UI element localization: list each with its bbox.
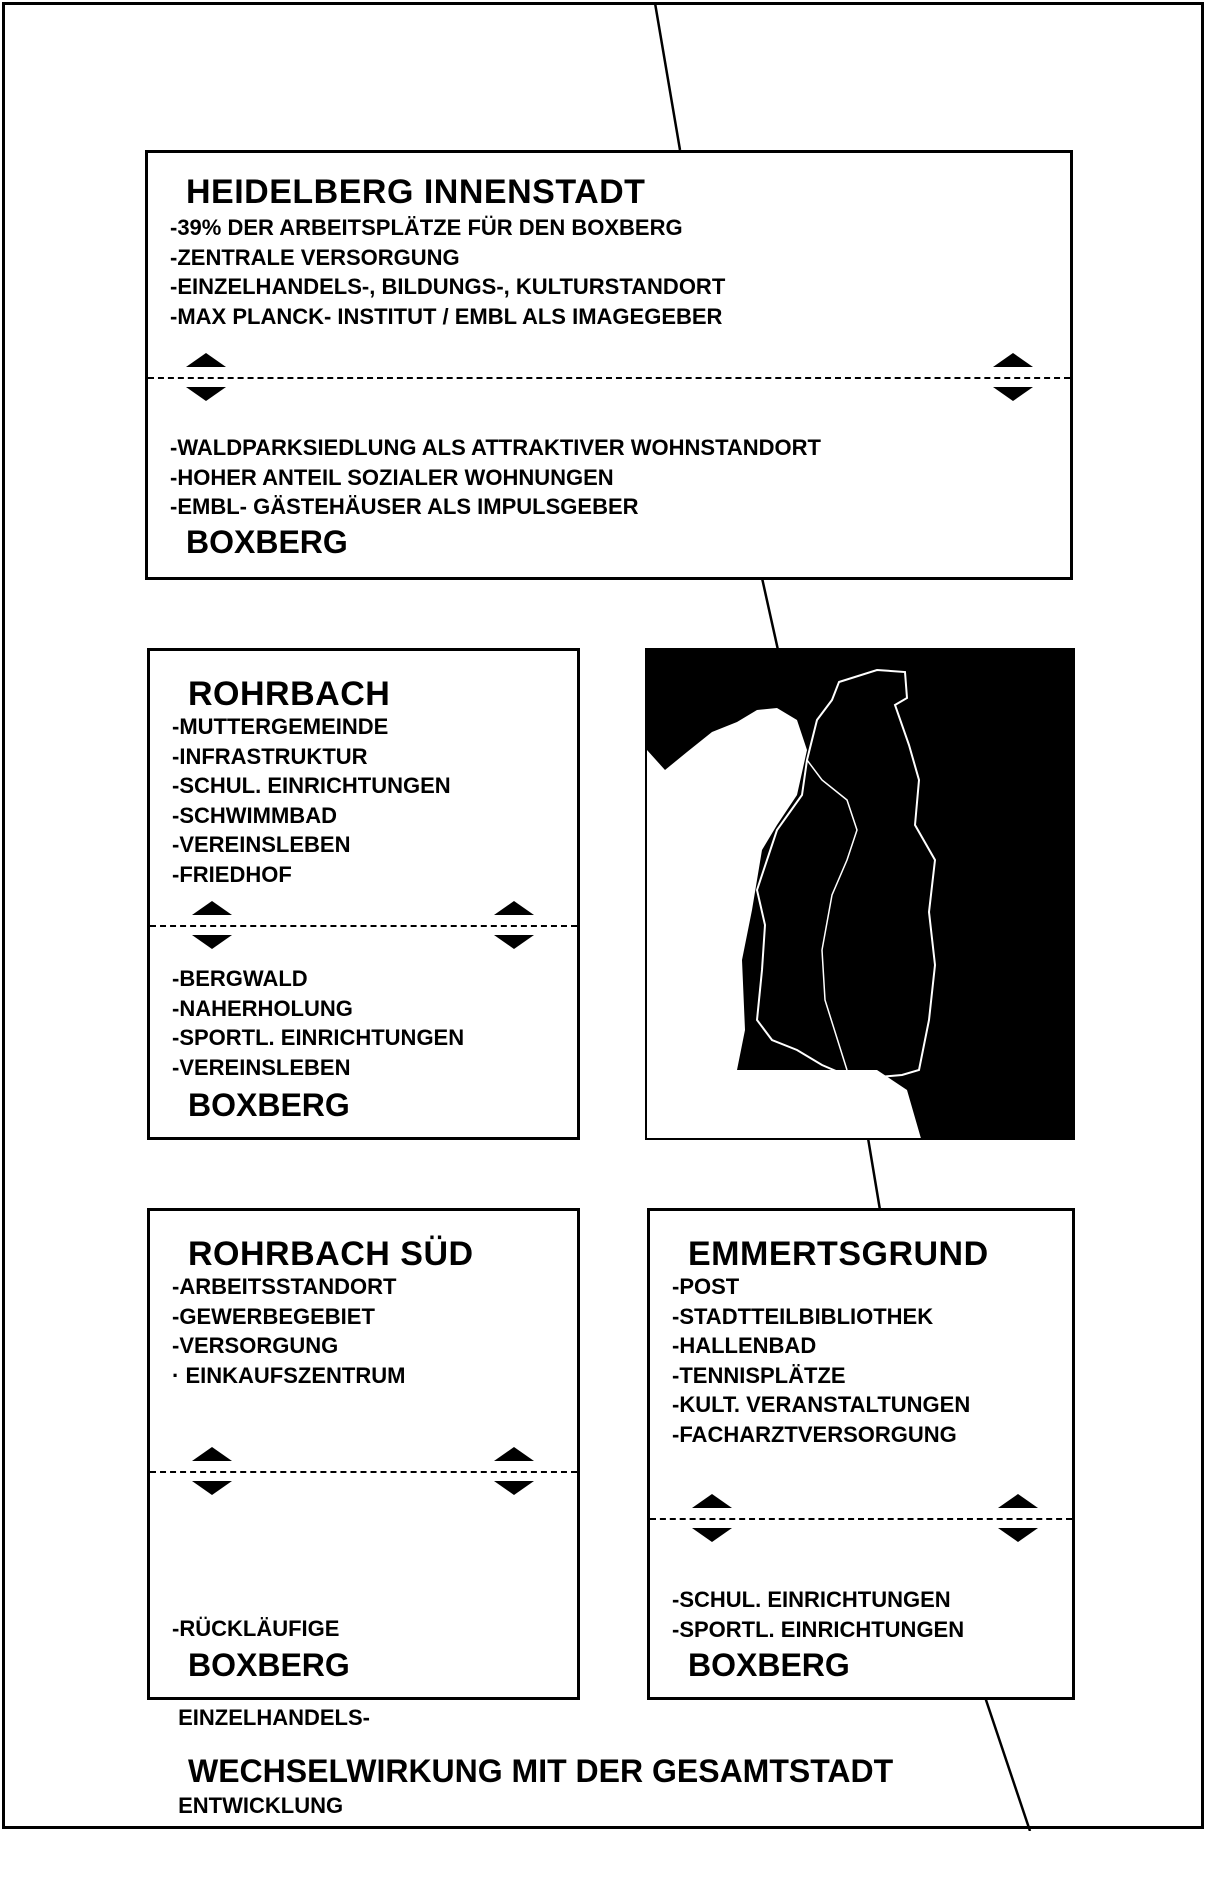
top-items: -ARBEITSSTANDORT -GEWERBEGEBIET -VERSORG… [172, 1272, 405, 1390]
boxberg-label: BOXBERG [186, 524, 348, 560]
list-item: -SPORTL. EINRICHTUNGEN [672, 1616, 965, 1642]
list-item: -ARBEITSSTANDORT [172, 1274, 397, 1299]
list-item: -WALDPARKSIEDLUNG ALS ATTRAKTIVER WOHNST… [170, 435, 821, 460]
list-item: EINZELHANDELS- [172, 1704, 370, 1730]
list-item: -VERSORGUNG [172, 1333, 339, 1358]
box-title: HEIDELBERG INNENSTADT [186, 173, 646, 211]
district-map [645, 648, 1075, 1140]
divider-line [150, 925, 577, 927]
connector-line [653, 2, 682, 151]
list-item: -MAX PLANCK- INSTITUT / EMBL ALS IMAGEGE… [170, 303, 723, 329]
box-title: EMMERTSGRUND [688, 1235, 989, 1273]
exchange-arrows-icon [192, 1447, 232, 1495]
list-item: -BERGWALD [172, 966, 308, 991]
list-item: -INFRASTRUKTUR [172, 743, 368, 769]
list-item: -TENNISPLÄTZE [672, 1362, 846, 1388]
page-caption: WECHSELWIRKUNG MIT DER GESAMTSTADT [188, 1753, 894, 1789]
list-item: -EINZELHANDELS-, BILDUNGS-, KULTURSTANDO… [170, 274, 726, 299]
exchange-arrows-icon [692, 1494, 732, 1542]
bottom-items: -RÜCKLÄUFIGE EINZELHANDELS- ENTWICKLUNG [172, 1555, 370, 1880]
list-item: · EINKAUFSZENTRUM [172, 1362, 406, 1388]
exchange-arrows-icon [186, 353, 226, 401]
exchange-arrows-icon [998, 1494, 1038, 1542]
list-item: -FACHARZTVERSORGUNG [672, 1421, 957, 1447]
list-item: -SCHUL. EINRICHTUNGEN [172, 773, 451, 798]
list-item: -VEREINSLEBEN [172, 832, 351, 857]
list-item: -HOHER ANTEIL SOZIALER WOHNUNGEN [170, 464, 614, 490]
box-rohrbach-sued: ROHRBACH SÜD -ARBEITSSTANDORT -GEWERBEGE… [147, 1208, 580, 1818]
bottom-items: -SCHUL. EINRICHTUNGEN -SPORTL. EINRICHTU… [672, 1585, 964, 1644]
exchange-arrows-icon [494, 1447, 534, 1495]
list-item: -GEWERBEGEBIET [172, 1303, 375, 1329]
boxberg-label: BOXBERG [688, 1647, 850, 1683]
list-item: -FRIEDHOF [172, 861, 292, 887]
list-item: -EMBL- GÄSTEHÄUSER ALS IMPULSGEBER [170, 494, 639, 519]
box-title: ROHRBACH [188, 675, 391, 713]
list-item: -VEREINSLEBEN [172, 1054, 351, 1080]
bottom-items: -BERGWALD -NAHERHOLUNG -SPORTL. EINRICHT… [172, 964, 464, 1082]
connector-lines [653, 2, 1032, 1831]
divider-line [150, 1471, 577, 1473]
list-item: -HALLENBAD [672, 1333, 817, 1358]
connector-line [760, 577, 780, 651]
box-title: ROHRBACH SÜD [188, 1235, 474, 1273]
box-rohrbach: ROHRBACH -MUTTERGEMEINDE -INFRASTRUKTUR … [147, 648, 580, 1140]
top-items: -POST -STADTTEILBIBLIOTHEK -HALLENBAD -T… [672, 1272, 970, 1449]
divider-line [650, 1518, 1072, 1520]
list-item: -ZENTRALE VERSORGUNG [170, 244, 460, 270]
list-item: ENTWICKLUNG [172, 1793, 344, 1818]
list-item: -NAHERHOLUNG [172, 995, 353, 1021]
list-item: -39% DER ARBEITSPLÄTZE FÜR DEN BOXBERG [170, 215, 683, 240]
list-item: -STADTTEILBIBLIOTHEK [672, 1303, 934, 1329]
list-item: -MUTTERGEMEINDE [172, 714, 389, 739]
list-item: -SCHWIMMBAD [172, 802, 337, 828]
boxberg-label: BOXBERG [188, 1647, 350, 1683]
map-district-outline [755, 668, 937, 1082]
divider-line [148, 377, 1070, 379]
connector-line [866, 1137, 882, 1211]
bottom-items: -WALDPARKSIEDLUNG ALS ATTRAKTIVER WOHNST… [170, 433, 821, 522]
district-map-graphic [647, 650, 1073, 1138]
list-item: -POST [672, 1274, 740, 1299]
box-innenstadt: HEIDELBERG INNENSTADT -39% DER ARBEITSPL… [145, 150, 1073, 580]
boxberg-label: BOXBERG [188, 1087, 350, 1123]
exchange-arrows-icon [192, 901, 232, 949]
top-items: -MUTTERGEMEINDE -INFRASTRUKTUR -SCHUL. E… [172, 712, 451, 889]
box-emmertsgrund: EMMERTSGRUND -POST -STADTTEILBIBLIOTHEK … [647, 1208, 1075, 1700]
list-item: -SPORTL. EINRICHTUNGEN [172, 1025, 465, 1050]
list-item: -SCHUL. EINRICHTUNGEN [672, 1587, 951, 1612]
exchange-arrows-icon [993, 353, 1033, 401]
list-item: -KULT. VERANSTALTUNGEN [672, 1392, 971, 1417]
connector-line [983, 1696, 1032, 1831]
top-items: -39% DER ARBEITSPLÄTZE FÜR DEN BOXBERG -… [170, 213, 725, 331]
list-item: -RÜCKLÄUFIGE [172, 1616, 340, 1641]
map-inner-outline [806, 759, 858, 1071]
outer-frame [2, 2, 1204, 1829]
exchange-arrows-icon [494, 901, 534, 949]
map-white-area [647, 708, 921, 1138]
